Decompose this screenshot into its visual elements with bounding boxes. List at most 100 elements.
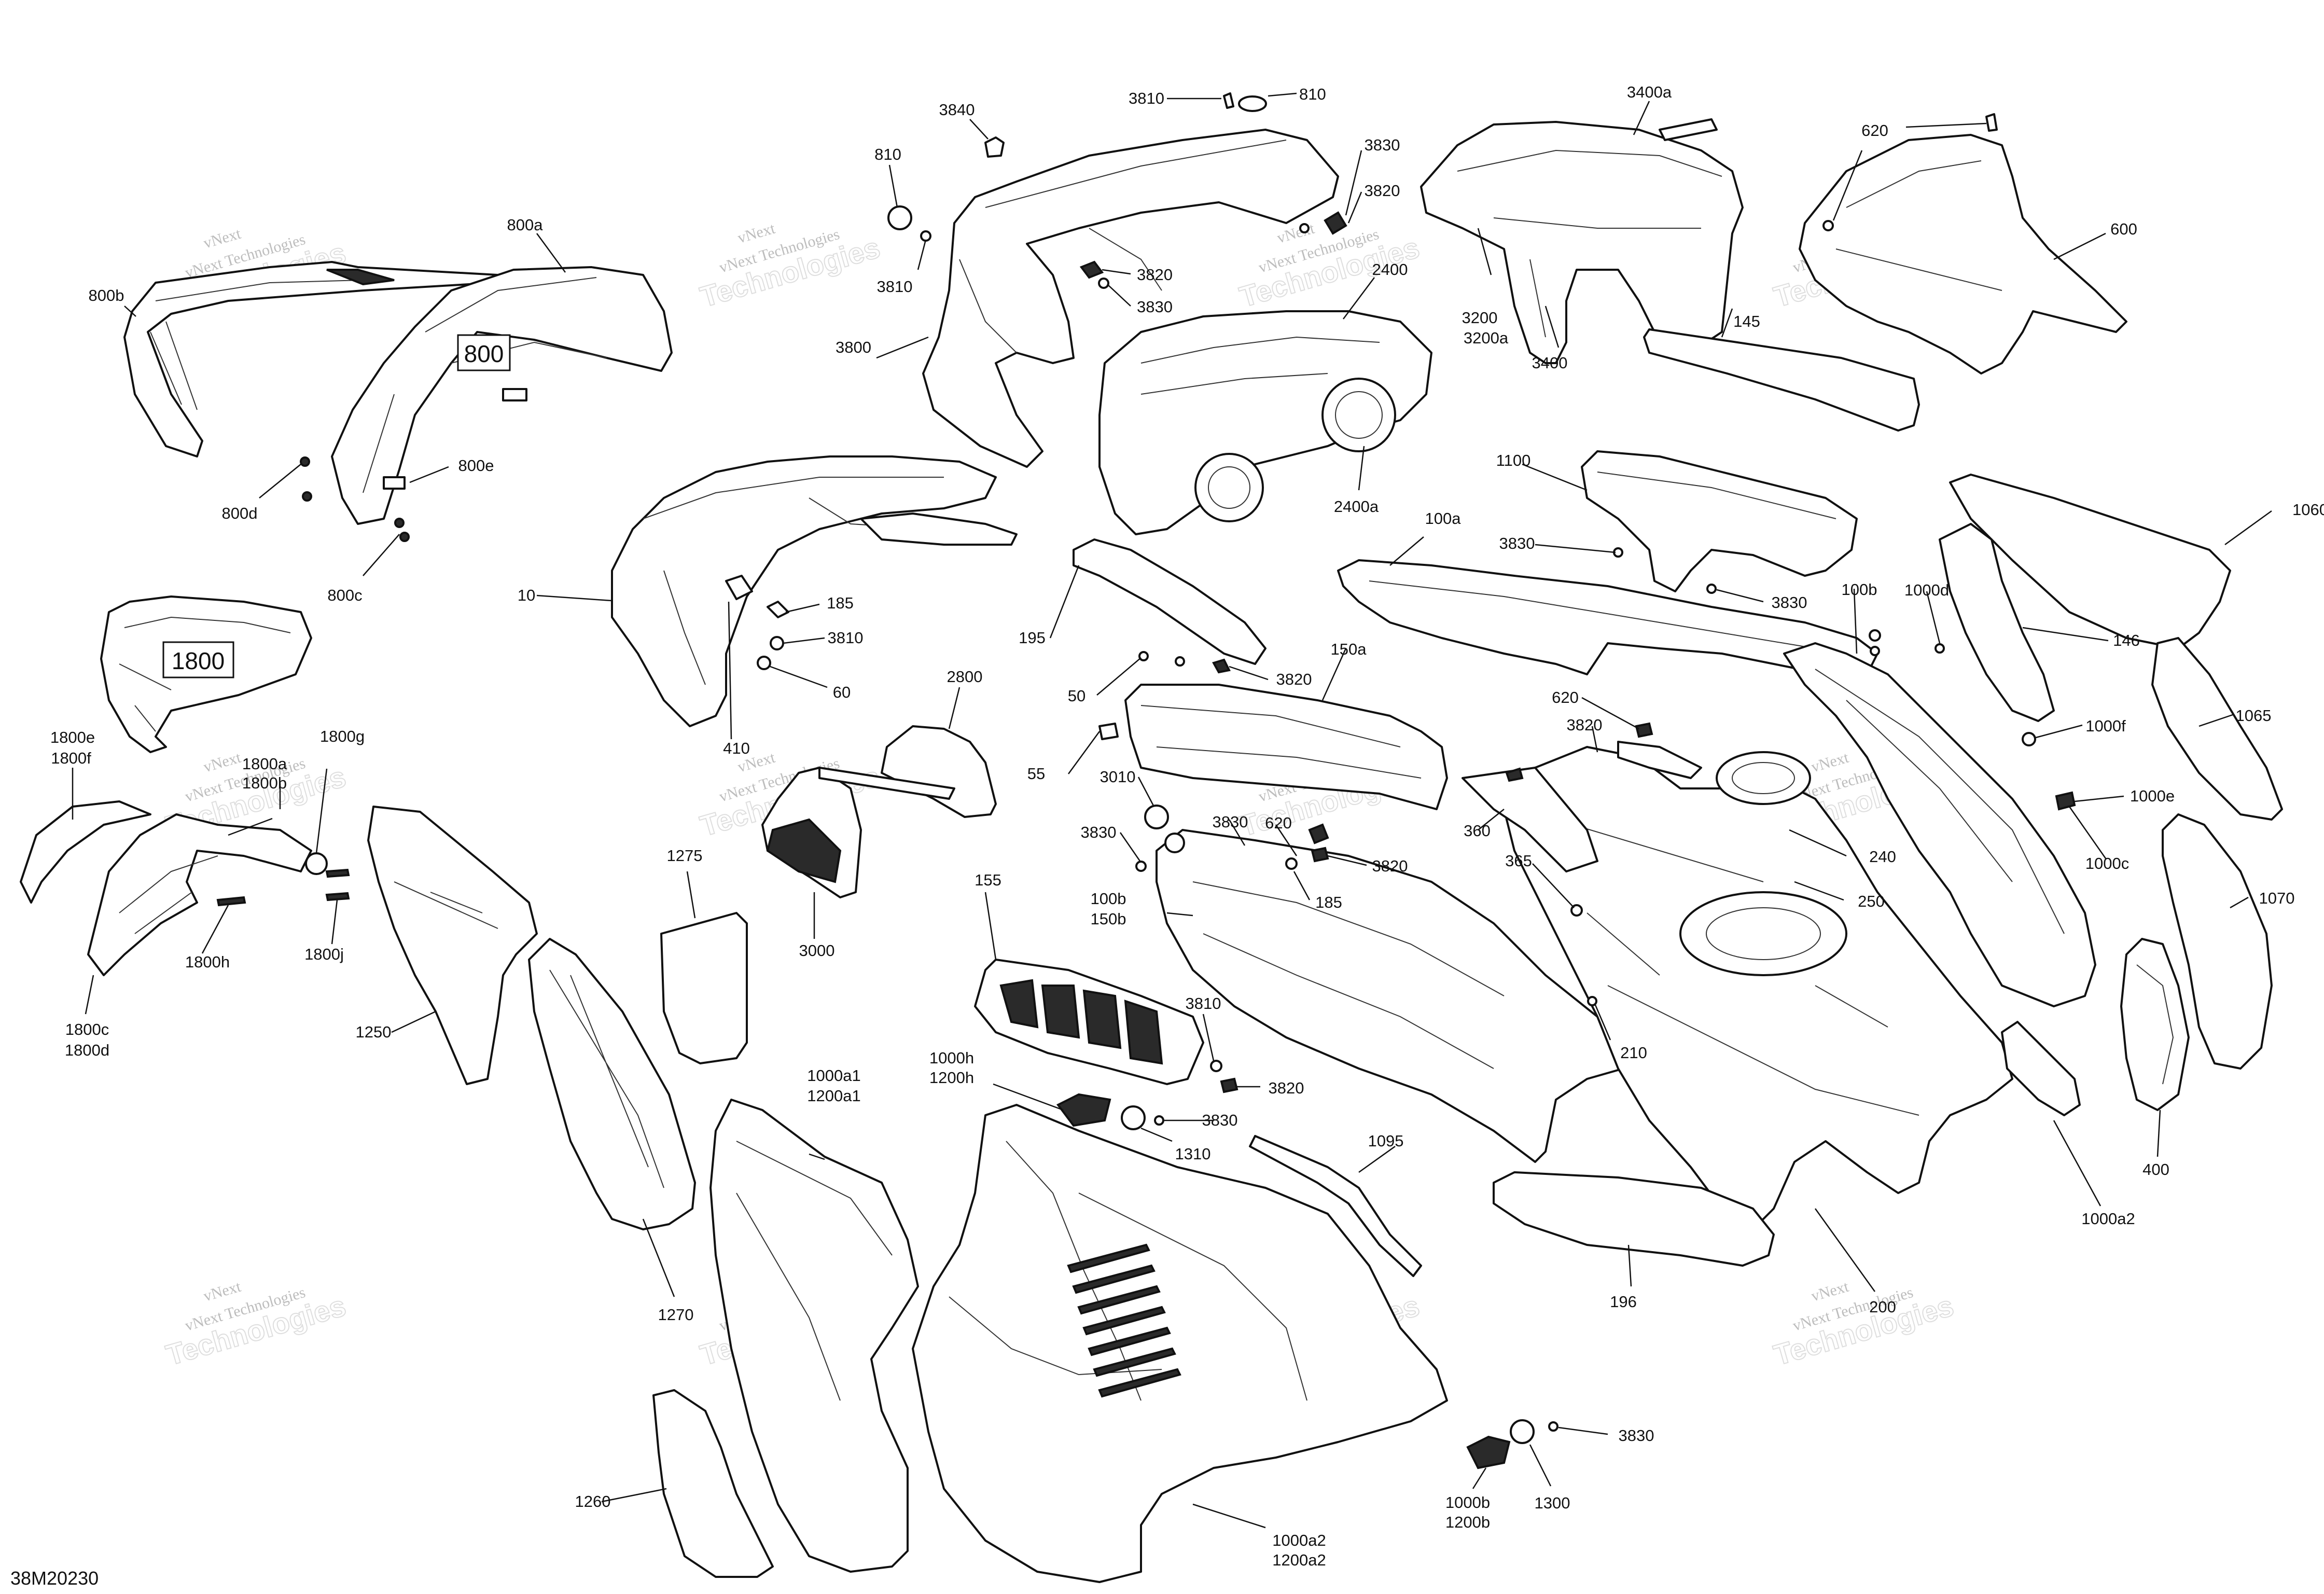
callout-label: 3200a — [1464, 329, 1509, 347]
part-3820e-clip — [1311, 847, 1329, 863]
callout-label: 800e — [458, 456, 494, 475]
part-1000a1 — [709, 1099, 919, 1573]
watermark-text: vNext — [202, 749, 243, 775]
part-1800g — [305, 852, 328, 875]
callout-label: 1000b — [1445, 1493, 1490, 1512]
callout-label: 50 — [1068, 687, 1086, 705]
callout-label: 2400a — [1334, 497, 1379, 516]
part-810-grommet — [887, 205, 912, 230]
part-3820d-clip — [1308, 823, 1329, 844]
callout-label: 150b — [1091, 910, 1126, 928]
callout-label: 400 — [2142, 1160, 2169, 1179]
part-1000a2-bottom — [912, 1104, 1448, 1583]
part-1000e-clip — [2055, 791, 2076, 811]
part-3010 — [1144, 805, 1169, 829]
part-185b-clip — [1285, 857, 1298, 870]
part-3830a-screw — [1299, 223, 1310, 233]
callout-label: 1000h — [929, 1049, 974, 1067]
callout-label: 1060 — [2292, 501, 2324, 519]
part-185-clip — [767, 601, 789, 618]
callout-label: 810 — [1299, 85, 1326, 103]
part-1000d-clip — [1870, 646, 1880, 656]
callout-label: 1800j — [304, 945, 344, 963]
part-3840 — [984, 136, 1005, 158]
part-195 — [1073, 538, 1267, 665]
callout-label: 1000a1 — [807, 1066, 860, 1085]
callout-label: 1000a2 — [2081, 1210, 2135, 1228]
callout-label: 3830 — [1213, 813, 1248, 831]
part-3810-screw — [920, 230, 931, 242]
part-1275 — [660, 912, 748, 1064]
part-3000 — [761, 767, 862, 898]
part-1000d-clip — [1869, 629, 1881, 642]
part-600 — [1799, 134, 2127, 375]
part-3820c-clip — [1212, 658, 1231, 674]
part-800c-nut — [394, 518, 405, 528]
part-55-clip — [1098, 723, 1119, 740]
callout-label: 60 — [833, 683, 851, 701]
part-1000f-clip — [2022, 732, 2036, 746]
part-240 — [1617, 741, 1702, 779]
callout-label: 3820 — [1276, 670, 1312, 688]
callout-label: 1000e — [2130, 787, 2175, 805]
callout-label: 210 — [1620, 1044, 1647, 1062]
callout-label: 1000f — [2085, 717, 2126, 735]
part-1100 — [1581, 450, 1858, 592]
callout-label: 1800b — [242, 774, 287, 792]
callout-label: 196 — [1610, 1293, 1637, 1311]
callout-label: 1065 — [2236, 706, 2272, 725]
part-2800 — [881, 725, 997, 818]
callout-label: 3830 — [1772, 593, 1807, 612]
part-3830b-screw — [1098, 278, 1109, 289]
part-196 — [1493, 1171, 1775, 1267]
callout-label: 3400a — [1627, 83, 1672, 101]
callout-label: 3840 — [939, 101, 975, 119]
callout-label: 1800c — [65, 1020, 109, 1038]
part-620-clip — [1505, 767, 1524, 782]
callout-label: 1250 — [356, 1023, 392, 1041]
callout-label: 3810 — [828, 629, 864, 647]
part-3810c-screw — [770, 636, 784, 650]
part-410-bracket — [725, 575, 753, 600]
part-800a — [331, 266, 673, 525]
callout-label: 800c — [327, 586, 362, 604]
part-3810-top — [1223, 92, 1234, 109]
callout-label: 3830 — [1499, 534, 1535, 552]
callout-label: 800d — [222, 504, 258, 522]
callout-label: 1200h — [929, 1069, 974, 1087]
callout-label: 3830 — [1137, 298, 1173, 316]
part-400 — [2120, 938, 2190, 1111]
part-3830h — [1548, 1421, 1558, 1432]
boxed-label-1800: 1800 — [162, 641, 234, 678]
part-3010-b — [1164, 833, 1185, 853]
callout-label: 240 — [1869, 848, 1896, 866]
callout-label: 3010 — [1100, 768, 1136, 786]
part-146 — [1939, 523, 2055, 722]
callout-label: 10 — [518, 586, 535, 604]
callout-label: 1800e — [50, 728, 95, 746]
callout-label: 2800 — [947, 668, 983, 686]
callout-label: 1000c — [2085, 854, 2129, 872]
callout-label: 360 — [1464, 822, 1491, 840]
part-1065 — [2151, 637, 2283, 821]
part-1300 — [1510, 1419, 1535, 1444]
callout-label: 620 — [1552, 688, 1579, 706]
part-50-washer — [1138, 651, 1149, 661]
part-3830e-nut — [1135, 861, 1147, 872]
part-100b-150b — [1156, 829, 1630, 1163]
callout-label: 3800 — [836, 338, 871, 356]
part-3830g — [1154, 1115, 1164, 1126]
part-620-screw — [1985, 113, 1998, 132]
part-3400 — [1420, 118, 1744, 364]
part-50-washer — [1175, 656, 1185, 667]
boxed-label-text: 800 — [464, 340, 504, 367]
figure-code: 38M20230 — [10, 1568, 99, 1589]
callout-label: 810 — [874, 145, 901, 163]
part-145 — [1643, 328, 1920, 432]
callout-label: 1100 — [1496, 451, 1531, 469]
part-1800h — [216, 896, 246, 907]
part-810-top — [1238, 95, 1267, 112]
callout-label: 3820 — [1567, 716, 1603, 734]
part-200 — [1503, 746, 2013, 1230]
